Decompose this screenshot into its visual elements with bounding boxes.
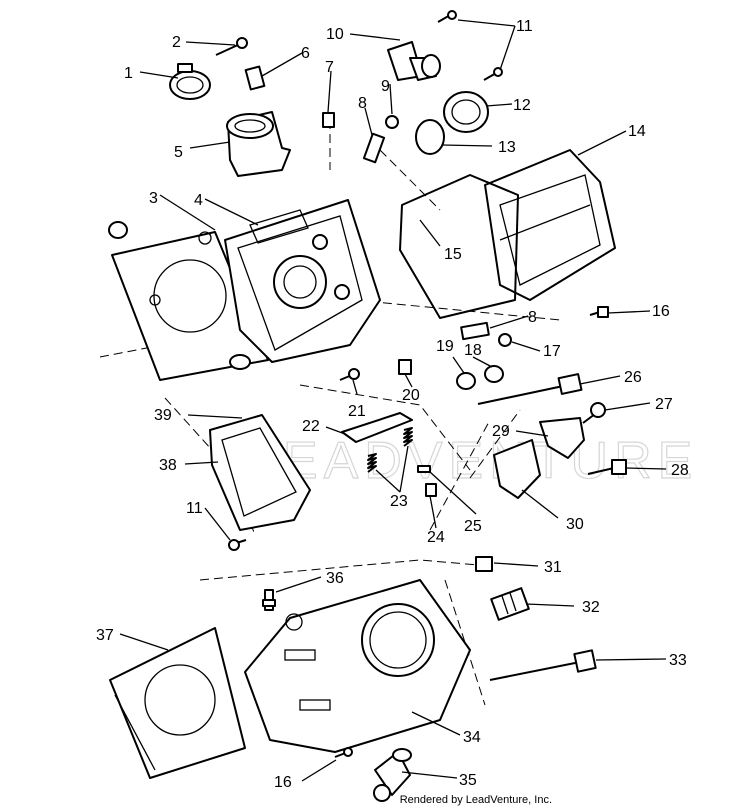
part-12-housing (443, 91, 489, 133)
part-5-intake-boot (226, 111, 291, 177)
callout-36: 36 (326, 570, 344, 587)
part-18-seal (484, 365, 504, 383)
part-29-rocker-arm (539, 417, 585, 459)
callout-19: 19 (436, 338, 454, 355)
part-4-cylinder-head (224, 199, 381, 370)
callout-26: 26 (624, 369, 642, 386)
callout-37: 37 (96, 627, 114, 644)
part-30-rocker-arm (493, 439, 541, 499)
part-19-washer (456, 372, 476, 390)
callout-12: 12 (513, 97, 531, 114)
leader-lines (119, 19, 667, 782)
part-17-seal (498, 333, 512, 347)
part-21-bolt (339, 368, 360, 381)
callout-14: 14 (628, 123, 646, 140)
callout-38: 38 (159, 457, 177, 474)
part-27-bolt (582, 402, 606, 424)
part-38-side-cover (209, 414, 311, 531)
callout-32: 32 (582, 599, 600, 616)
part-2-screw (215, 37, 248, 56)
callout-35: 35 (459, 772, 477, 789)
part-25-key (417, 465, 431, 473)
part-36-fitting (262, 589, 276, 611)
callout-5: 5 (174, 144, 183, 161)
callout-8-lower: 8 (528, 309, 537, 326)
callout-28: 28 (671, 462, 689, 479)
callout-17: 17 (543, 343, 561, 360)
callout-16: 16 (652, 303, 670, 320)
callout-30: 30 (566, 516, 584, 533)
watermark: LEADVENTURE (248, 432, 698, 490)
part-13-o-ring (415, 119, 445, 155)
callout-31: 31 (544, 559, 562, 576)
part-24-retainer (425, 483, 437, 497)
callout-24: 24 (427, 529, 445, 546)
part-7-dowel (322, 112, 335, 128)
callout-33: 33 (669, 652, 687, 669)
part-10-elbow (387, 41, 441, 81)
callout-3: 3 (149, 190, 158, 207)
callout-15: 15 (444, 246, 462, 263)
callouts: 1 2 3 4 5 6 7 8 8 9 10 11 11 12 13 14 15… (96, 18, 689, 791)
callout-18: 18 (464, 342, 482, 359)
callout-22: 22 (302, 418, 320, 435)
callout-20: 20 (402, 387, 420, 404)
part-15-cover-gasket (399, 174, 519, 319)
part-22-plate (341, 412, 413, 443)
part-23-springs (367, 427, 413, 473)
part-16-bolt-lower (334, 747, 353, 758)
callout-27: 27 (655, 396, 673, 413)
callout-10: 10 (326, 26, 344, 43)
part-20-pin (398, 359, 412, 375)
part-34-cylinder (244, 579, 471, 753)
render-credit: Rendered by LeadVenture, Inc. (399, 794, 552, 806)
callout-23: 23 (390, 493, 408, 510)
part-31-dowel (475, 556, 493, 572)
callout-39: 39 (154, 407, 172, 424)
part-26-bolt (477, 373, 583, 405)
part-16-bolt (589, 306, 609, 318)
callout-16-lower: 16 (274, 774, 292, 791)
part-8-pin-lower (460, 321, 490, 341)
part-8-pin (362, 132, 386, 164)
callout-11-lower: 11 (186, 500, 203, 517)
part-28-bolt (587, 459, 627, 475)
callout-6: 6 (301, 45, 310, 62)
part-32-tensioner (490, 587, 530, 621)
part-35-elbow (373, 748, 412, 802)
callout-25: 25 (464, 518, 482, 535)
part-9-nut (385, 115, 399, 129)
callout-13: 13 (498, 139, 516, 156)
callout-11: 11 (516, 18, 533, 35)
callout-21: 21 (348, 403, 366, 420)
callout-1: 1 (124, 65, 133, 82)
callout-2: 2 (172, 34, 181, 51)
part-14-valve-cover (484, 149, 616, 301)
callout-8: 8 (358, 95, 367, 112)
part-37-base-gasket (109, 627, 246, 779)
part-11-bolt-lower (228, 539, 247, 551)
callout-29: 29 (492, 423, 510, 440)
part-1-clamp (169, 63, 211, 100)
callout-4: 4 (194, 192, 203, 209)
callout-9: 9 (381, 78, 390, 95)
callout-7: 7 (325, 59, 334, 76)
part-33-bolt (489, 649, 597, 681)
callout-34: 34 (463, 729, 481, 746)
part-6-stud (244, 65, 266, 91)
